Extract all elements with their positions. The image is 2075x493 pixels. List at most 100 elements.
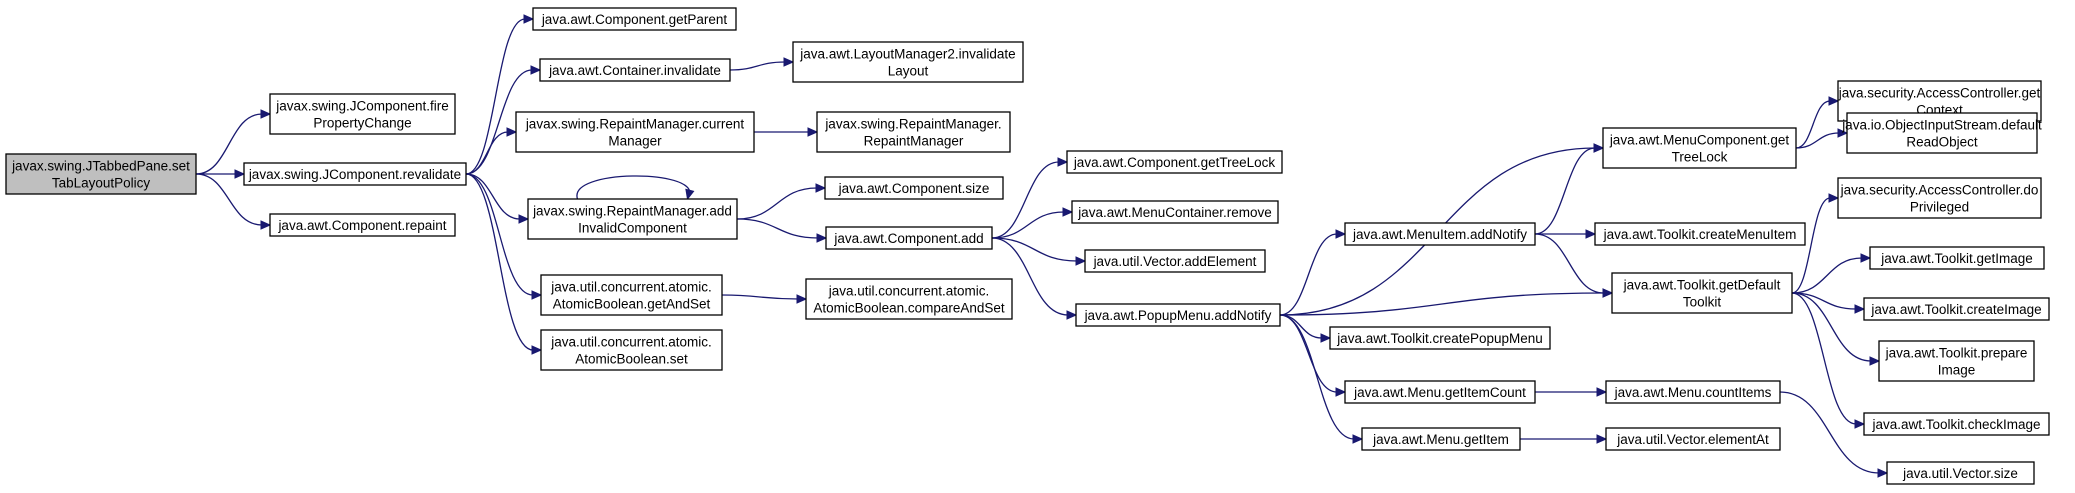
node-label: java.awt.Component.size — [838, 181, 990, 196]
edge-menuItemAddNotify-to-menuCompGetTreeLock — [1534, 143, 1605, 235]
edge-menuGetItemCount-to-menuCountItems — [1535, 387, 1608, 397]
node-label: TabLayoutPolicy — [52, 176, 151, 191]
node-label: java.awt.Component.add — [833, 231, 983, 246]
node-vec-add-element[interactable]: java.util.Vector.addElement — [1084, 249, 1266, 273]
node-tk-get-image[interactable]: java.awt.Toolkit.getImage — [1869, 246, 2045, 270]
node-label: Layout — [888, 64, 929, 79]
node-label: javax.swing.JComponent.revalidate — [248, 167, 461, 182]
node-label: java.util.concurrent.atomic. — [550, 335, 712, 350]
node-label: java.awt.Toolkit.getDefault — [1623, 278, 1781, 293]
node-label: java.awt.Menu.getItem — [1372, 432, 1509, 447]
node-ois-default-read-object[interactable]: java.io.ObjectInputStream.defaultReadObj… — [1841, 112, 2042, 154]
edge-tkGetDefault-to-tkPrepareImage — [1791, 292, 1881, 366]
node-vec-size[interactable]: java.util.Vector.size — [1886, 461, 2035, 485]
node-menu-get-item[interactable]: java.awt.Menu.getItem — [1361, 427, 1521, 451]
edge-rmAddInvalid-to-rmAddInvalid — [576, 175, 695, 201]
node-label: AtomicBoolean.set — [575, 352, 688, 367]
node-label: ReadObject — [1906, 135, 1978, 150]
node-label: java.awt.PopupMenu.addNotify — [1084, 308, 1272, 323]
node-label: Manager — [608, 134, 662, 149]
node-ab-get-and-set[interactable]: java.util.concurrent.atomic. AtomicBoolea… — [540, 274, 723, 316]
node-label: java.awt.LayoutManager2.invalidate — [799, 47, 1015, 62]
node-label: java.awt.Menu.countItems — [1614, 385, 1772, 400]
node-root[interactable]: javax.swing.JTabbedPane.setTabLayoutPoli… — [5, 153, 197, 195]
edge-tkGetDefault-to-acDoPrivileged — [1791, 193, 1840, 294]
edge-rmCurrent-to-rmCtor — [754, 127, 819, 137]
node-get-parent[interactable]: java.awt.Component.getParent — [532, 7, 737, 31]
node-tk-create-popup-menu[interactable]: java.awt.Toolkit.createPopupMenu — [1329, 326, 1551, 350]
node-label: java.awt.MenuComponent.get — [1609, 133, 1790, 148]
node-vec-element-at[interactable]: java.util.Vector.elementAt — [1605, 427, 1781, 451]
edge-menuGetItem-to-vecElementAt — [1520, 434, 1608, 444]
edge-popupAddNotify-to-menuItemAddNotify — [1279, 229, 1347, 316]
node-tk-create-menu-item[interactable]: java.awt.Toolkit.createMenuItem — [1594, 222, 1806, 246]
edge-popupAddNotify-to-tkCreatePopupMenu — [1279, 314, 1332, 343]
node-tk-create-image[interactable]: java.awt.Toolkit.createImage — [1863, 297, 2050, 321]
node-menu-item-add-notify[interactable]: java.awt.MenuItem.addNotify — [1344, 222, 1536, 246]
node-label: java.awt.Component.repaint — [277, 218, 446, 233]
node-label: AtomicBoolean.compareAndSet — [813, 301, 1005, 316]
node-label: java.util.concurrent.atomic. — [828, 284, 990, 299]
node-fire[interactable]: javax.swing.JComponent.firePropertyChang… — [269, 93, 456, 135]
node-label: TreeLock — [1672, 150, 1728, 165]
node-ab-compare-and-set[interactable]: java.util.concurrent.atomic. AtomicBoolea… — [805, 278, 1013, 320]
node-container-invalidate[interactable]: java.awt.Container.invalidate — [539, 58, 731, 82]
edge-menuCompGetTreeLock-to-oisDefaultReadObject — [1795, 128, 1849, 149]
node-rm-current[interactable]: javax.swing.RepaintManager.currentManage… — [515, 111, 755, 153]
node-label: java.util.concurrent.atomic. — [550, 280, 712, 295]
node-ab-set[interactable]: java.util.concurrent.atomic. AtomicBoolea… — [540, 329, 723, 371]
node-label: Image — [1938, 363, 1976, 378]
node-repaint[interactable]: java.awt.Component.repaint — [269, 213, 456, 237]
node-label: Privileged — [1910, 200, 1969, 215]
node-get-tree-lock[interactable]: java.awt.Component.getTreeLock — [1066, 150, 1283, 174]
node-label: java.awt.Toolkit.prepare — [1885, 346, 2028, 361]
node-label: java.security.AccessController.get — [1838, 86, 2041, 101]
node-label: java.util.Vector.size — [1902, 466, 2018, 481]
node-label: Toolkit — [1683, 295, 1722, 310]
node-label: java.io.ObjectInputStream.default — [1841, 118, 2042, 133]
node-label: PropertyChange — [313, 116, 411, 131]
edge-revalidate-to-getParent — [465, 14, 535, 175]
node-label: java.security.AccessController.do — [1840, 183, 2039, 198]
edge-menuCompGetTreeLock-to-acGetContext — [1795, 96, 1840, 149]
edge-revalidate-to-rmAddInvalid — [465, 173, 530, 224]
node-revalidate[interactable]: javax.swing.JComponent.revalidate — [243, 162, 467, 186]
node-label: AtomicBoolean.getAndSet — [553, 297, 711, 312]
node-label: java.awt.Component.getTreeLock — [1073, 155, 1276, 170]
node-comp-size[interactable]: java.awt.Component.size — [824, 176, 1004, 200]
edge-abGetAndSet-to-abCompareAndSet — [721, 294, 808, 304]
node-menu-count-items[interactable]: java.awt.Menu.countItems — [1605, 380, 1781, 404]
edge-revalidate-to-abSet — [465, 173, 543, 355]
nodes-layer: javax.swing.JTabbedPane.setTabLayoutPoli… — [5, 7, 2050, 485]
node-comp-add[interactable]: java.awt.Component.add — [825, 226, 993, 250]
node-label: javax.swing.JTabbedPane.set — [11, 159, 190, 174]
node-label: javax.swing.JComponent.fire — [275, 99, 449, 114]
node-mc-remove[interactable]: java.awt.MenuContainer.remove — [1071, 200, 1279, 224]
node-tk-check-image[interactable]: java.awt.Toolkit.checkImage — [1863, 412, 2050, 436]
node-menu-get-item-count[interactable]: java.awt.Menu.getItemCount — [1344, 380, 1536, 404]
node-label: java.awt.Menu.getItemCount — [1353, 385, 1526, 400]
node-menu-comp-get-tree-lock[interactable]: java.awt.MenuComponent.getTreeLock — [1602, 127, 1797, 169]
edge-popupAddNotify-to-menuGetItem — [1279, 314, 1364, 444]
edge-revalidate-to-abGetAndSet — [465, 173, 543, 300]
node-popup-add-notify[interactable]: java.awt.PopupMenu.addNotify — [1075, 303, 1281, 327]
edge-menuItemAddNotify-to-tkGetDefault — [1534, 233, 1614, 298]
node-ac-do-privileged[interactable]: java.security.AccessController.doPrivile… — [1837, 177, 2042, 219]
node-label: javax.swing.RepaintManager.add — [532, 204, 732, 219]
node-label: RepaintManager — [864, 134, 964, 149]
edge-compAdd-to-mcRemove — [991, 207, 1074, 239]
edge-root-to-revalidate — [196, 169, 246, 179]
node-rm-ctor[interactable]: javax.swing.RepaintManager.RepaintManage… — [816, 111, 1011, 153]
edge-rmAddInvalid-to-compSize — [736, 183, 827, 220]
node-rm-add-invalid[interactable]: javax.swing.RepaintManager.addInvalidCom… — [527, 198, 738, 240]
node-label: java.awt.Component.getParent — [541, 12, 728, 27]
edge-compAdd-to-popupAddNotify — [991, 237, 1078, 320]
edge-popupAddNotify-to-tkGetDefault — [1279, 288, 1614, 316]
node-label: java.awt.Toolkit.checkImage — [1871, 417, 2040, 432]
edge-revalidate-to-rmCurrent — [465, 127, 518, 175]
edge-menuCountItems-to-vecSize — [1779, 391, 1889, 478]
